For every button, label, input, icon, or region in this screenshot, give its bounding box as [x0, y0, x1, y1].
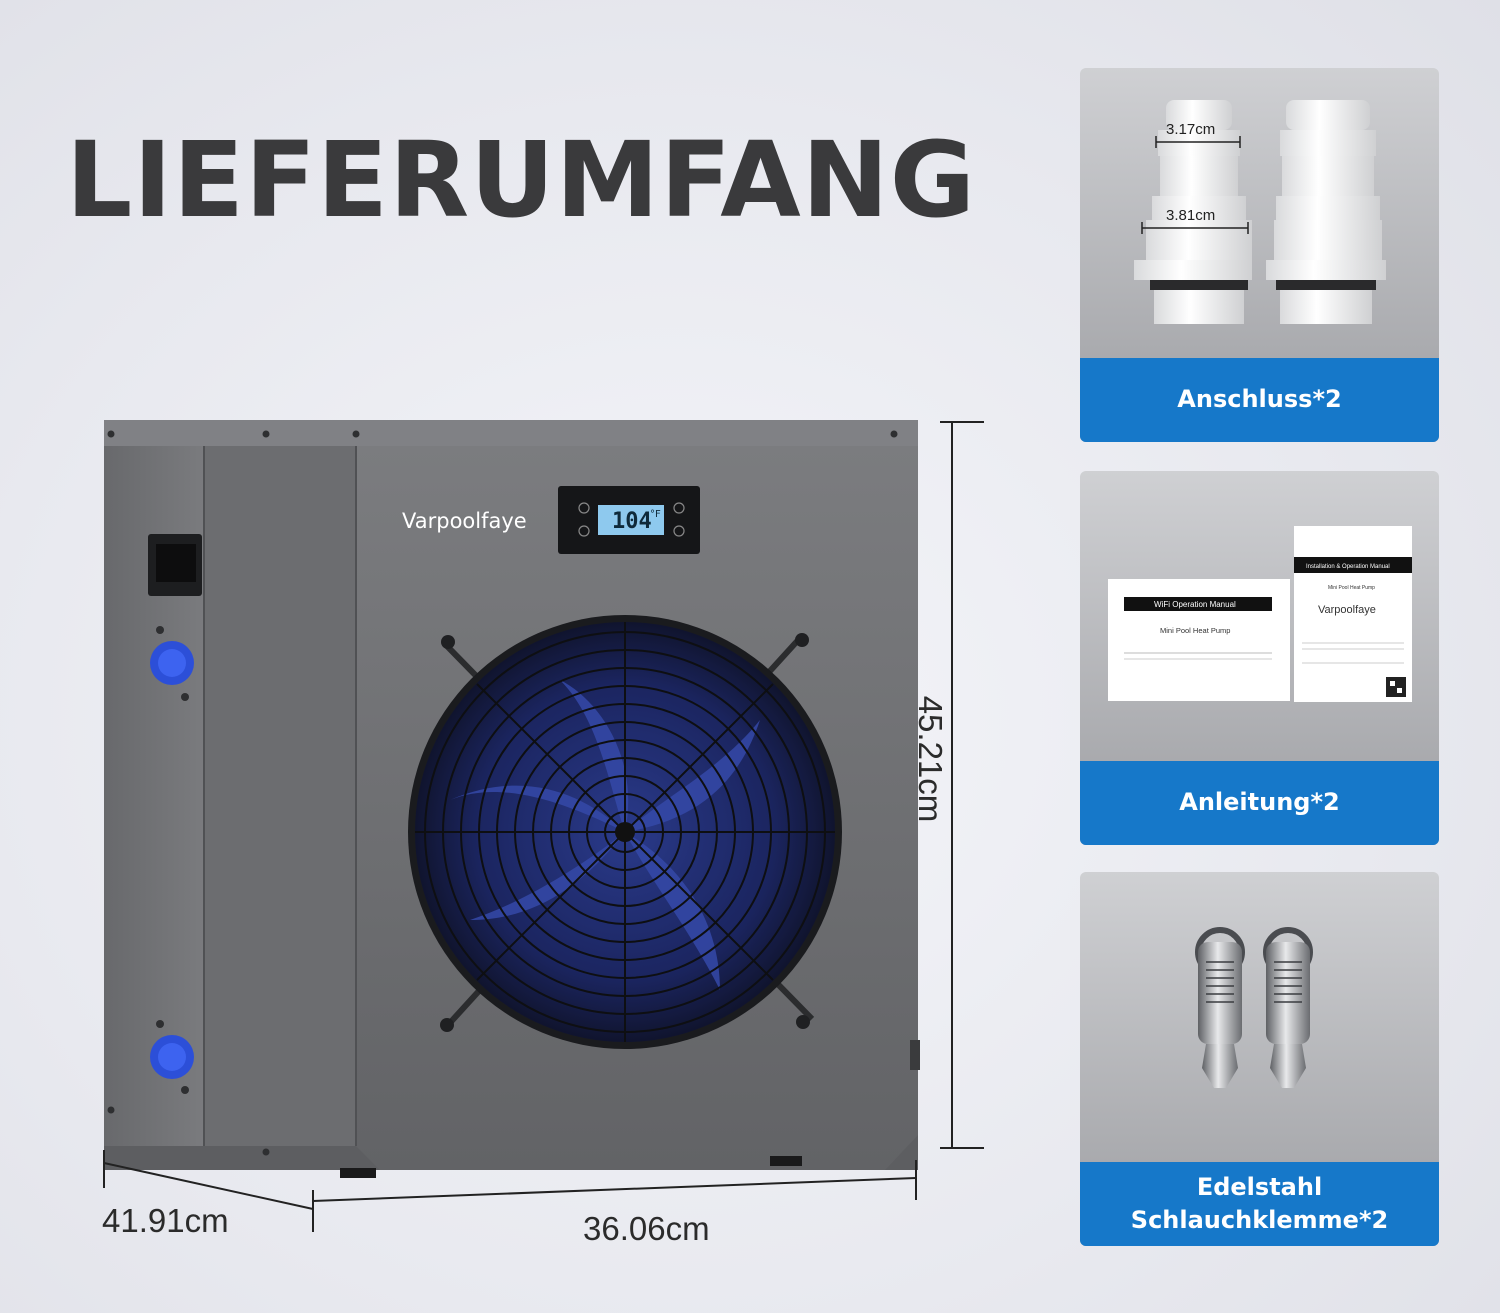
- up-button-icon: [578, 502, 590, 514]
- unit-top-lid: [104, 420, 918, 446]
- item-label-line1: Edelstahl: [1196, 1172, 1323, 1201]
- manual-right-icon: Installation & Operation Manual Mini Poo…: [1294, 526, 1412, 702]
- item-label: Anschluss*2: [1080, 358, 1439, 442]
- manual-left-header: WiFi Operation Manual: [1154, 600, 1236, 609]
- page-title: LIEFERUMFANG: [66, 119, 977, 241]
- manual-image: WiFi Operation Manual Mini Pool Heat Pum…: [1108, 526, 1412, 702]
- item-label-line2: Schlauchklemme*2: [1130, 1206, 1389, 1234]
- manual-left-subtitle: Mini Pool Heat Pump: [1160, 626, 1230, 635]
- height-dimension-label: 45.21cm: [912, 695, 949, 823]
- connector-image: 3.17cm 3.81cm: [1134, 100, 1386, 324]
- power-button-icon: [673, 502, 685, 514]
- fan-assembly: [408, 615, 842, 1049]
- water-outlet-port: [150, 1020, 194, 1094]
- unit-side-panel: [204, 446, 356, 1146]
- item-card-manuals: WiFi Operation Manual Mini Pool Heat Pum…: [1080, 471, 1439, 845]
- dimension-lines: [103, 421, 984, 1232]
- connector-measure-top: 3.17cm: [1166, 121, 1215, 138]
- depth-dimension-label: 41.91cm: [102, 1202, 229, 1239]
- lcd-temperature: 104: [612, 509, 652, 534]
- brand-logo: Varpoolfaye: [402, 509, 527, 533]
- item-label: Anleitung*2: [1080, 761, 1439, 845]
- manual-right-brand: Varpoolfaye: [1318, 604, 1376, 616]
- connector-right-icon: [1266, 100, 1386, 324]
- mode-button-icon: [673, 525, 685, 537]
- connector-left-icon: [1134, 100, 1252, 324]
- width-dimension-label: 36.06cm: [583, 1210, 710, 1247]
- clamp-image: [1195, 927, 1313, 1088]
- manual-right-header: Installation & Operation Manual: [1306, 564, 1390, 570]
- item-card-connectors: 3.17cm 3.81cm Anschluss*2: [1080, 68, 1439, 442]
- item-label: Edelstahl Schlauchklemme*2: [1080, 1162, 1439, 1246]
- control-panel: 104 °F: [558, 486, 700, 554]
- manual-right-subtitle: Mini Pool Heat Pump: [1328, 585, 1375, 591]
- water-inlet-port: [150, 626, 194, 701]
- qr-code-icon: [1386, 677, 1406, 697]
- screws: [107, 430, 898, 1156]
- item-card-clamps: Edelstahl Schlauchklemme*2: [1080, 872, 1439, 1246]
- manual-left-icon: WiFi Operation Manual Mini Pool Heat Pum…: [1108, 579, 1290, 701]
- lcd-unit: °F: [650, 509, 661, 520]
- clamp-left-icon: [1195, 927, 1245, 1088]
- connector-measure-bottom: 3.81cm: [1166, 207, 1215, 224]
- heat-pump-illustration: Varpoolfaye 104 °F: [103, 420, 984, 1232]
- clamp-right-icon: [1263, 927, 1313, 1088]
- down-button-icon: [578, 525, 590, 537]
- lcd-display: [598, 505, 664, 535]
